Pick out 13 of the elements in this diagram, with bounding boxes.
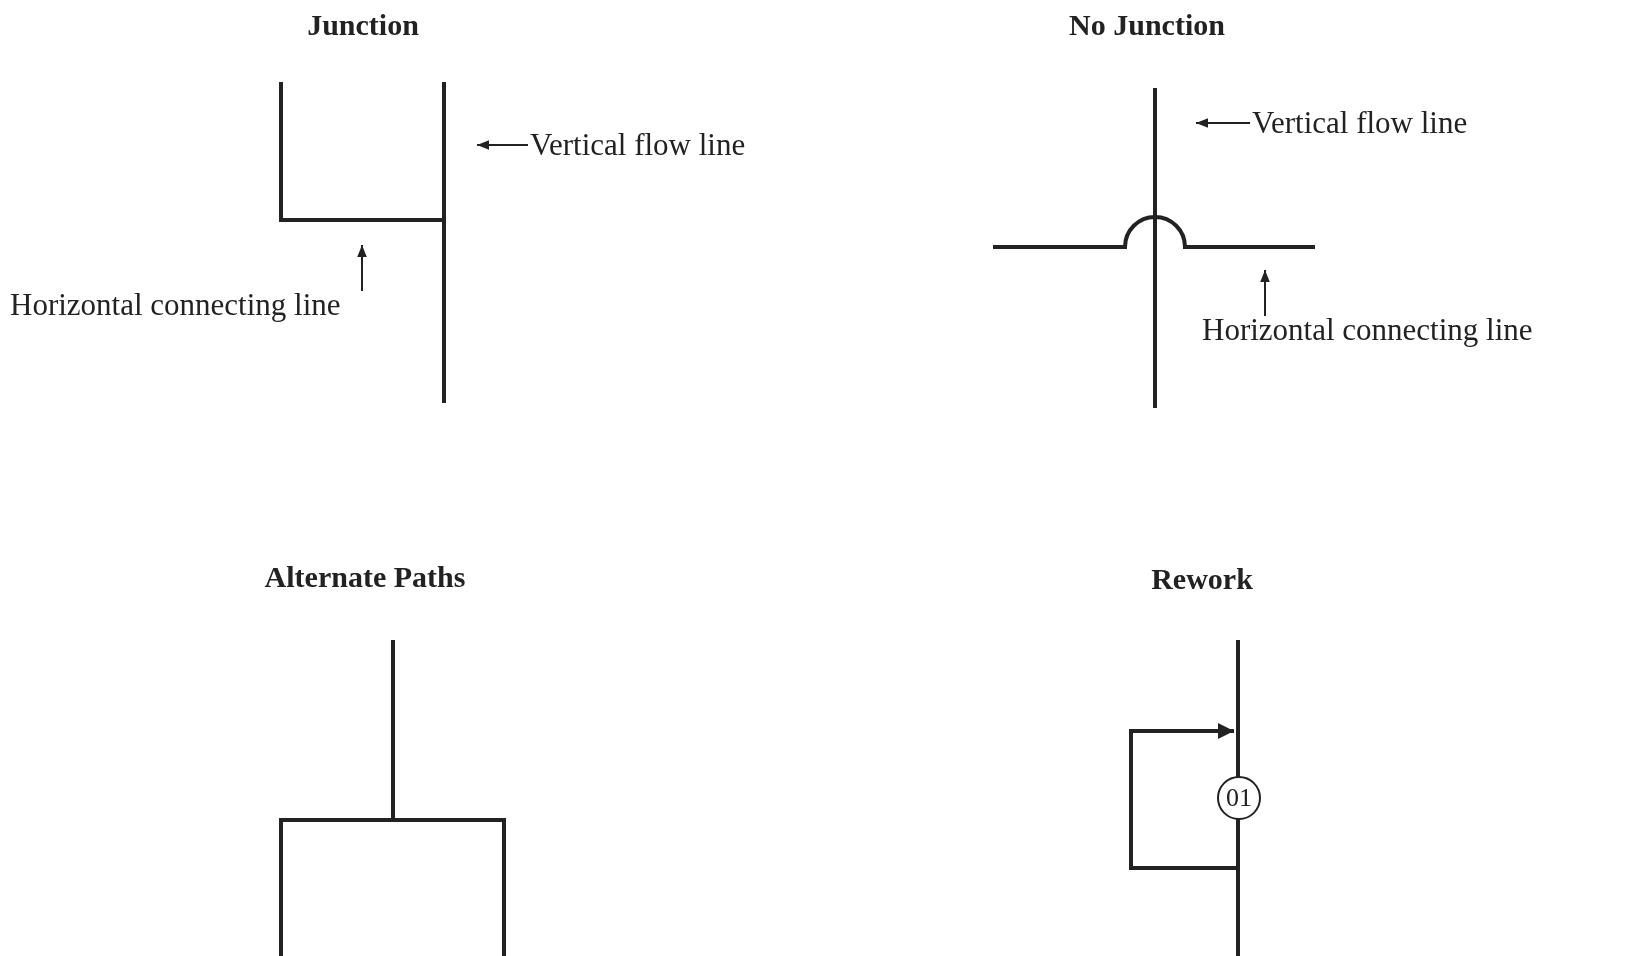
leader-line [476, 140, 529, 150]
leader-line [357, 244, 367, 292]
section-title: Rework [1151, 562, 1253, 596]
operation-circle: 01 [1217, 776, 1261, 820]
leader-line [1260, 269, 1270, 317]
section-title: No Junction [1069, 8, 1225, 42]
leader-line [1195, 118, 1251, 128]
callout-text: Vertical flow line [1252, 105, 1468, 141]
section-title: Junction [307, 8, 419, 42]
callout-text: Horizontal connecting line [10, 287, 341, 323]
section-title: Alternate Paths [264, 560, 466, 594]
callout-text: Vertical flow line [530, 127, 746, 163]
callout-text: Horizontal connecting line [1202, 312, 1533, 348]
